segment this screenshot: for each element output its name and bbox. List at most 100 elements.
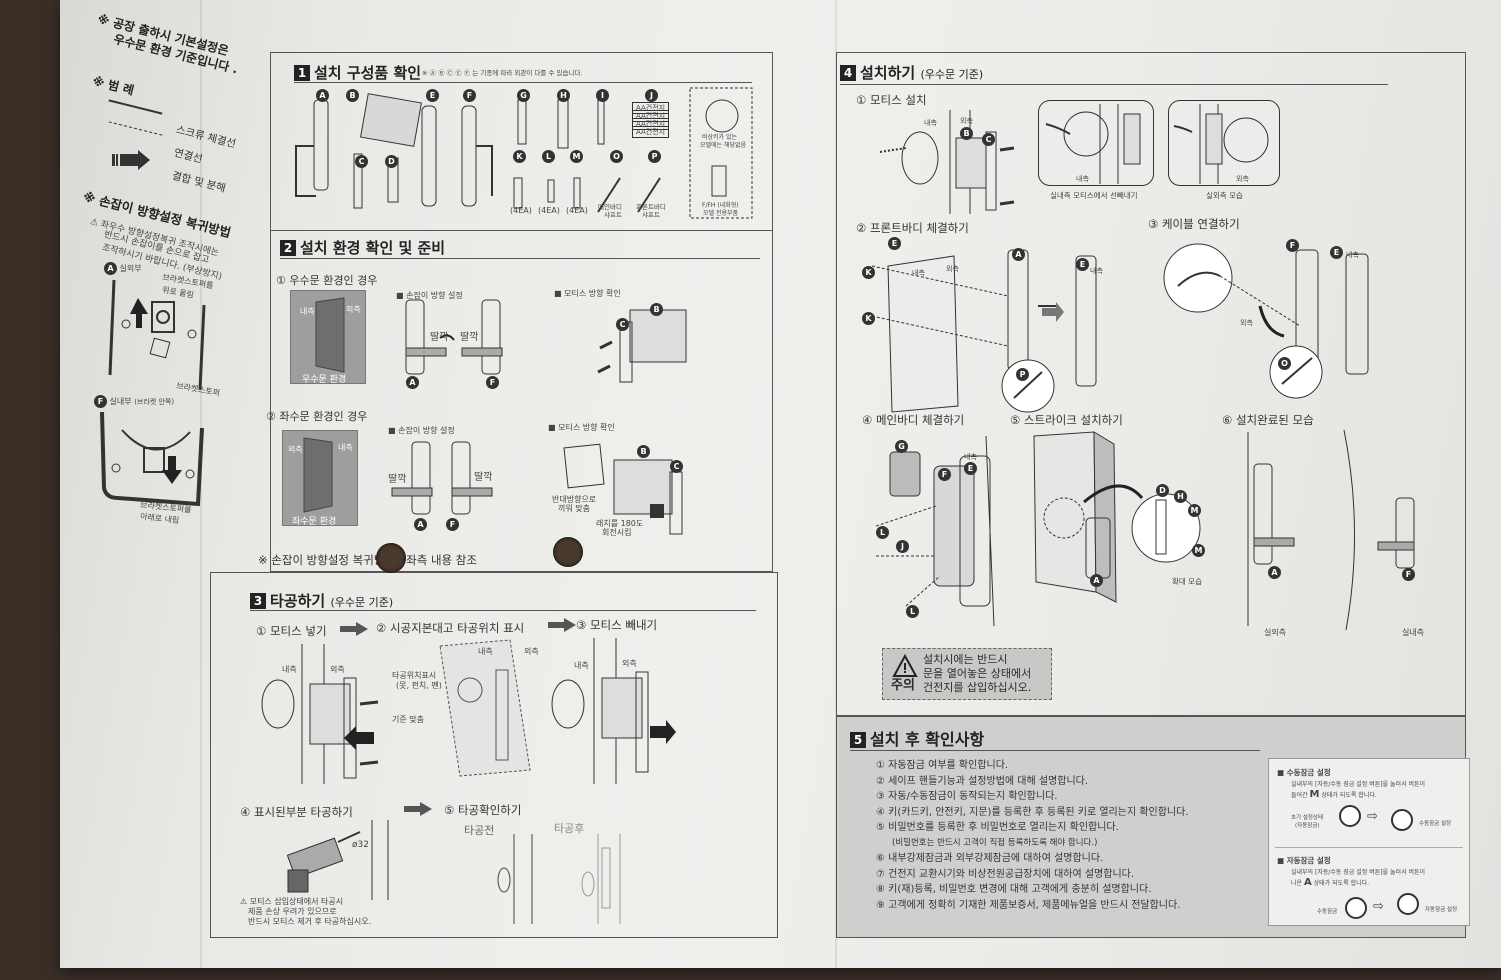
s4-complete-illustration	[1247, 429, 1415, 631]
align-label: 기준 맞춤	[392, 715, 424, 724]
s4-subtitle: (우수문 기준)	[920, 68, 984, 81]
s4-cap-right: 실외측 모습	[1206, 191, 1243, 200]
s2-mortise-dir-2: ■ 모티스 방향 확인	[548, 423, 615, 432]
s1-number: 1	[294, 65, 310, 81]
s4-inside-2: 내측	[912, 269, 925, 277]
fh-note-2: 모델 전용부품	[703, 210, 739, 217]
auto-a-letter: A	[1303, 877, 1312, 888]
s3-arrow-1-icon	[340, 622, 368, 636]
s4-strike-a: A	[1090, 574, 1103, 587]
latch-2: 회전시킴	[602, 528, 632, 537]
s3-title-underline	[250, 610, 756, 611]
reverse-2: 끼워 맞춤	[558, 504, 590, 513]
s4-step2: ② 프론트바디 체결하기	[856, 221, 969, 235]
s5-item-1: ① 자동잠금 여부를 확인합니다.	[876, 760, 1009, 771]
auto-from-label: 수동잠금	[1317, 909, 1338, 915]
s2-title-underline	[280, 258, 760, 259]
s4-strike-h: H	[1174, 490, 1187, 503]
left-mortise-b: B	[637, 445, 650, 458]
s4-front-a: A	[1012, 248, 1025, 261]
s3-check-illustration	[497, 834, 621, 924]
right-env-inside: 내측	[300, 307, 315, 316]
s4-front-k-1: K	[862, 266, 875, 279]
s1-label-e: E	[426, 89, 439, 102]
s4-inside-view-illustration	[1045, 104, 1141, 184]
drill-size: ø32	[352, 840, 369, 850]
right-mortise-c: C	[616, 318, 629, 331]
outside-a-label: A 실외부	[104, 262, 142, 275]
left-door-icon	[303, 437, 333, 513]
s4-outside-view-label: 외측	[1236, 175, 1249, 183]
manual-m-letter: M	[1309, 789, 1320, 800]
left-handle-f: F	[446, 518, 459, 531]
battery-4: AA건전지	[632, 126, 670, 138]
s4-outside-1: 외측	[960, 117, 973, 125]
s3-step3: ③ 모티스 빼내기	[576, 618, 658, 632]
s4-strike-m-2: M	[1192, 544, 1205, 557]
auto-lock-desc-row: 나온 A 상태가 되도록 합니다.	[1291, 877, 1370, 888]
s1-label-d: D	[385, 155, 398, 168]
s4-complete-f: F	[1402, 568, 1415, 581]
main-shaft-2: 샤프트	[604, 211, 622, 219]
s4-front-e-2: E	[1076, 258, 1089, 271]
click-3: 딸깍	[388, 474, 407, 485]
outside-room-label: 실외측	[1264, 628, 1287, 637]
s1-divider	[270, 230, 773, 231]
s2-handle-dir-2: ■ 손잡이 방향 설정	[388, 426, 455, 435]
s4-title: 설치하기	[860, 64, 916, 82]
manual-to-button	[1391, 809, 1413, 831]
s4-step5: ⑤ 스트라이크 설치하기	[1010, 413, 1123, 427]
right-mortise-b: B	[650, 303, 663, 316]
s5-item-3: ③ 자동/수동잠금이 동작되는지 확인합니다.	[876, 791, 1058, 802]
s1-title: 설치 구성품 확인	[314, 64, 422, 82]
s4-mortise-c: C	[982, 133, 995, 146]
bracket-down-illustration	[100, 411, 204, 507]
after-label: 타공후	[554, 822, 585, 835]
s3-warn-2: 제품 손상 우려가 있으므로	[248, 907, 337, 916]
s4-main-f: F	[938, 468, 951, 481]
lock-setting-divider	[1275, 847, 1463, 848]
s5-check-list: ① 자동잠금 여부를 확인합니다. ② 세이프 핸들기능과 설정방법에 대해 설…	[876, 758, 1189, 913]
s4-front-k-2: K	[862, 312, 875, 325]
s3-subtitle: (우수문 기준)	[330, 596, 394, 609]
s3-step1: ① 모티스 넣기	[256, 624, 327, 638]
s3-outside-1: 외측	[330, 665, 345, 674]
s4-strike-m-1: M	[1188, 504, 1201, 517]
s3-inside-1: 내측	[282, 665, 297, 674]
s4-cable-illustration	[1163, 243, 1369, 399]
s1-label-p: P	[648, 150, 661, 163]
right-mortise-illustration	[597, 309, 687, 383]
s4-main-g: G	[895, 440, 908, 453]
qty-k: (4EA)	[510, 206, 532, 215]
s3-template-illustration	[439, 639, 531, 777]
s4-main-l-2: L	[906, 605, 919, 618]
mark-1: 타공위치표시	[392, 671, 437, 680]
s1-label-m: M	[570, 150, 583, 163]
manual-to-label: 수동잠금 설정	[1419, 821, 1452, 827]
s2-reset-reference: ※ 손잡이 방향설정 복귀방법 : 좌측 내용 참조	[258, 553, 477, 567]
s4-front-p: P	[1016, 368, 1029, 381]
option-note-1: 비상키가 있는	[702, 134, 738, 141]
punch-hole-1	[376, 543, 406, 573]
left-env-label: 좌수문 환경	[292, 517, 337, 527]
s4-outside-view-illustration	[1173, 104, 1269, 184]
auto-lock-title: ■ 자동잠금 설정	[1277, 856, 1331, 865]
s5-item-8: ⑧ 키(재)등록, 비밀번호 변경에 대해 고객에게 충분히 설명합니다.	[876, 884, 1152, 895]
middle-upper-panel	[270, 52, 773, 572]
s1-label-f: F	[463, 89, 476, 102]
s2-mortise-dir-1: ■ 모티스 방향 확인	[554, 289, 621, 298]
s4-front-body-illustration	[871, 249, 1097, 413]
s4-strike-d: D	[1156, 484, 1169, 497]
s2-left-case: ② 좌수문 환경인 경우	[266, 410, 368, 423]
s3-remove-mortise-illustration	[551, 638, 676, 784]
s2-title: 설치 환경 확인 및 준비	[300, 239, 446, 257]
manual-from-button	[1339, 805, 1361, 827]
right-upper-panel	[836, 52, 1466, 716]
s1-label-i: I	[596, 89, 609, 102]
s4-main-e: E	[964, 462, 977, 475]
s4-cable-f: F	[1286, 239, 1299, 252]
manual-lock-title: ■ 수동잠금 설정	[1277, 768, 1331, 777]
punch-hole-2	[553, 537, 583, 567]
s4-outside-2: 외측	[946, 265, 959, 273]
